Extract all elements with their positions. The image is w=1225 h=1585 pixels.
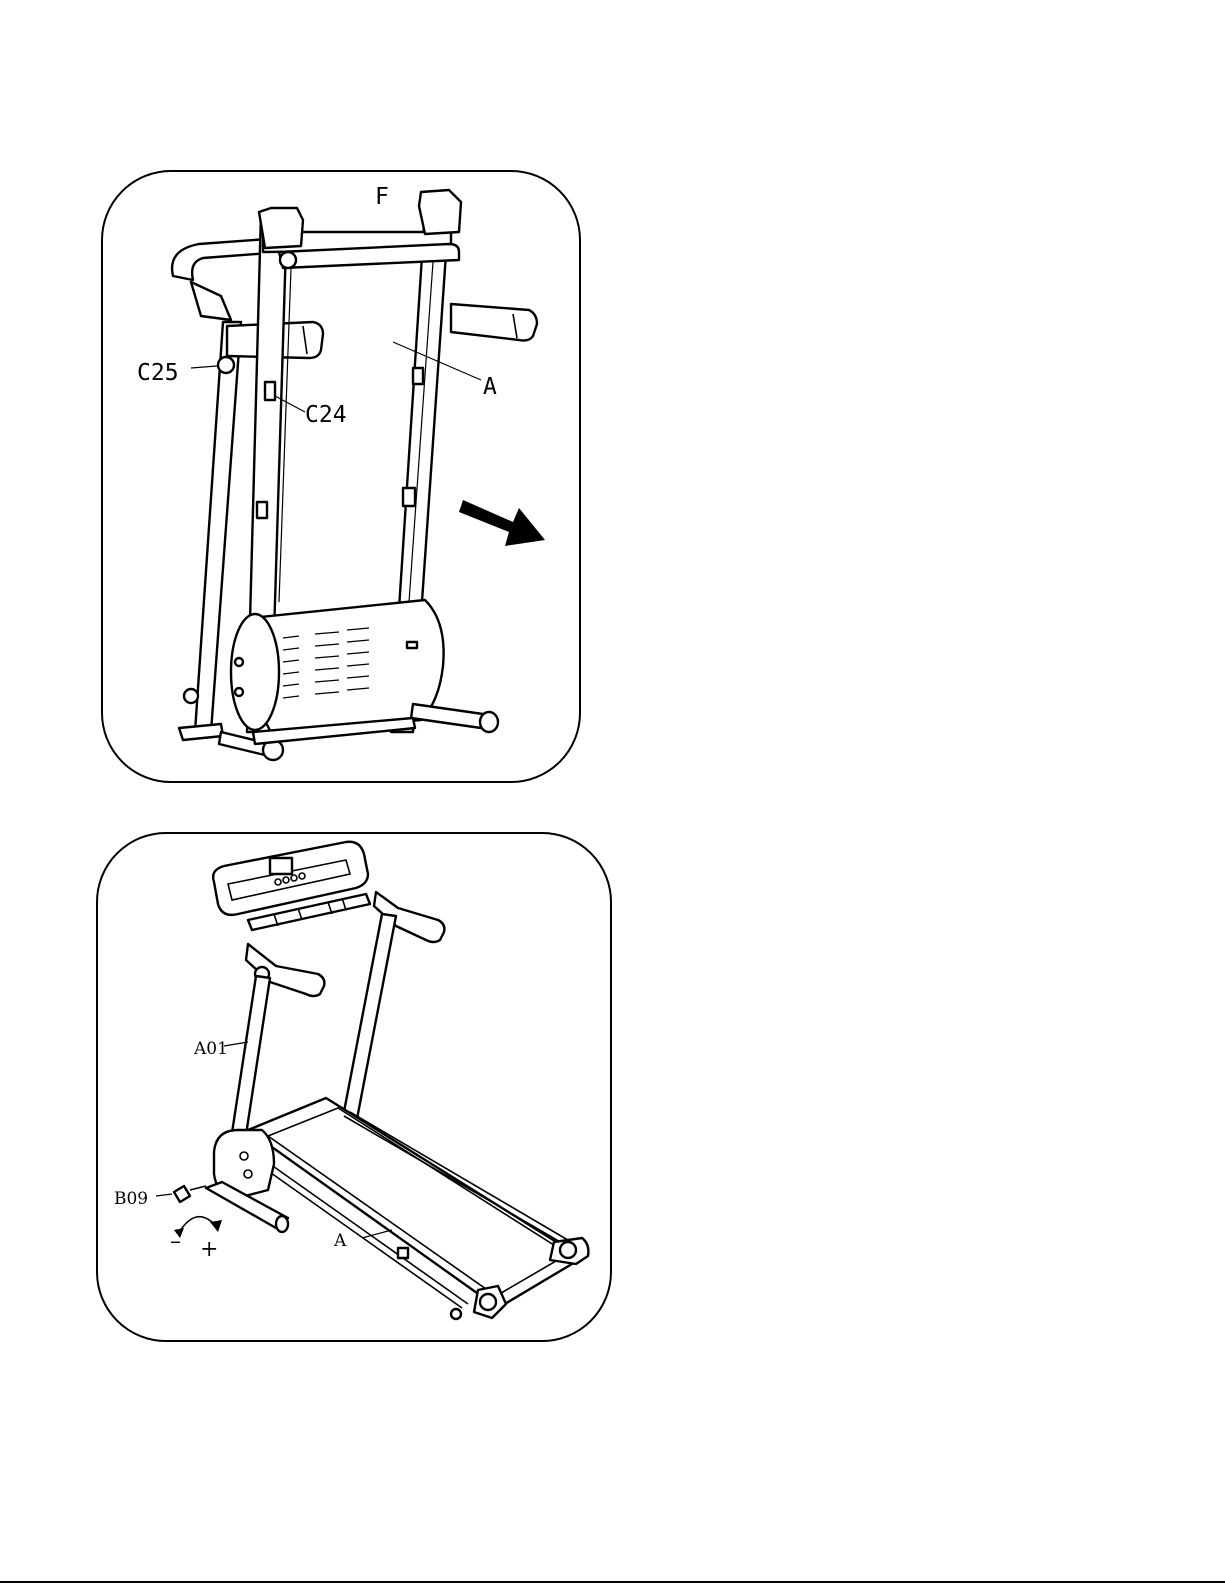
page-bottom-rule bbox=[0, 1581, 1225, 1583]
console-display bbox=[270, 858, 292, 874]
right-handle bbox=[451, 304, 537, 341]
folded-treadmill-drawing: F A C25 C24 bbox=[103, 172, 579, 781]
pin-c24 bbox=[265, 382, 275, 400]
handle-grip-left-upper bbox=[191, 282, 231, 320]
label-f: F bbox=[375, 184, 389, 210]
end-cap bbox=[480, 1294, 496, 1310]
label-c25: C25 bbox=[137, 360, 179, 386]
label-c24: C24 bbox=[305, 402, 347, 428]
rotate-arrow-icon bbox=[174, 1217, 222, 1238]
deck-a bbox=[248, 1098, 582, 1308]
figure-folded-treadmill: F A C25 C24 bbox=[101, 170, 581, 783]
label-plus: + bbox=[200, 1237, 218, 1262]
right-upright bbox=[342, 914, 396, 1124]
label-a: A bbox=[483, 374, 497, 400]
label-a: A bbox=[333, 1231, 347, 1251]
knob-c25 bbox=[218, 357, 234, 373]
unfolded-treadmill-drawing: A01 A B09 – + bbox=[98, 834, 610, 1340]
figure-unfolded-treadmill: A01 A B09 – + bbox=[96, 832, 612, 1342]
base-bar-right bbox=[411, 704, 483, 728]
label-minus: – bbox=[170, 1229, 181, 1254]
arrow-right-down-icon bbox=[459, 500, 545, 546]
label-a01: A01 bbox=[193, 1039, 228, 1059]
label-b09: B09 bbox=[114, 1189, 148, 1209]
bolt-b09 bbox=[174, 1186, 190, 1202]
end-cap-right bbox=[419, 190, 461, 234]
end-cap-left bbox=[259, 208, 303, 248]
